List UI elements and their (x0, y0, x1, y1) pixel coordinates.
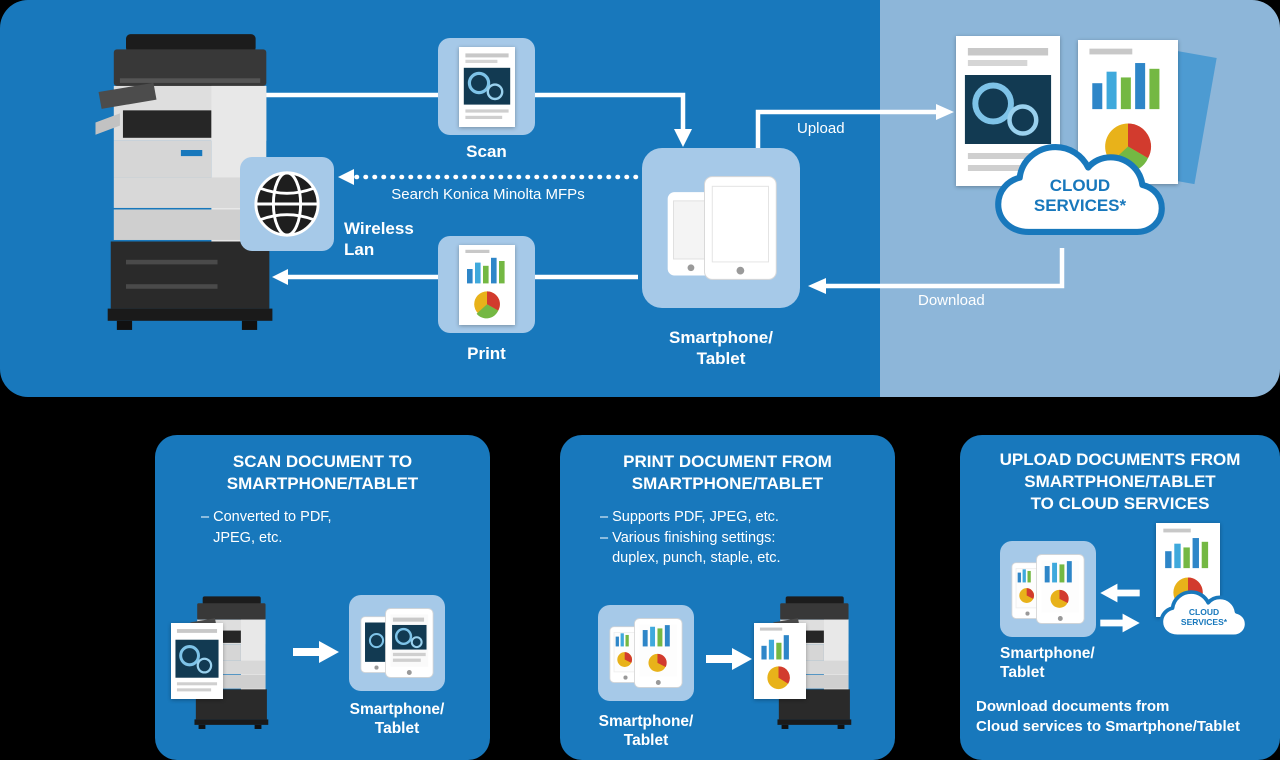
panel-scan: SCAN DOCUMENT TO SMARTPHONE/TABLET – Con… (155, 435, 490, 760)
cloud-icon (995, 143, 1165, 235)
panel-print: PRINT DOCUMENT FROM SMARTPHONE/TABLET – … (560, 435, 895, 760)
panel-scan-bullets: – Converted to PDF, JPEG, etc. (201, 509, 332, 546)
download-arrowhead-icon (808, 278, 826, 294)
print-tile (438, 236, 535, 333)
search-arrowhead-icon (338, 169, 354, 185)
smartphone-tablet-label: Smartphone/ Tablet (349, 701, 445, 737)
globe-icon (254, 171, 320, 237)
arrow-right-icon (293, 638, 339, 666)
print-document-icon (458, 244, 515, 325)
arrow-right-icon (706, 645, 752, 673)
smartphone-tablet-tile (642, 148, 800, 308)
panel-scan-title: SCAN DOCUMENT TO SMARTPHONE/TABLET (226, 452, 419, 493)
cloud-icon (1159, 590, 1249, 639)
smartphone-tablet-icon (667, 176, 777, 280)
arrow-right-icon (1100, 611, 1140, 635)
arrows-layer (262, 92, 1065, 294)
devices-with-scan-icon (360, 608, 434, 678)
upload-arrow-line (755, 109, 938, 150)
smartphone-tablet-label: Smartphone/ Tablet (1000, 645, 1095, 681)
cloud-services: CLOUD SERVICES* (988, 128, 1172, 254)
panel-print-title: PRINT DOCUMENT FROM SMARTPHONE/TABLET (623, 452, 832, 493)
smartphone-tablet-tile (349, 595, 445, 691)
search-mfps-label: Search Konica Minolta MFPs (391, 186, 585, 203)
smartphone-tablet-tile (598, 605, 694, 701)
upload-label: Upload (797, 120, 845, 137)
devices-with-charts-icon (1011, 554, 1085, 624)
print-arrowhead-icon (272, 269, 288, 285)
panel-upload: UPLOAD DOCUMENTS FROM SMARTPHONE/TABLET … (960, 435, 1280, 760)
download-arrow-line (824, 248, 1065, 289)
cloud-document-gears-icon (956, 36, 1060, 186)
scan-arrow-line (262, 92, 686, 131)
panel-print-bullets: – Supports PDF, JPEG, etc. – Various fin… (600, 509, 781, 567)
smartphone-tablet-label: Smartphone/ Tablet (598, 713, 694, 749)
smartphone-tablet-tile (1000, 541, 1096, 637)
cloud-services-label: CLOUD SERVICES* (1033, 176, 1127, 215)
upload-arrowhead-icon (936, 104, 954, 120)
wireless-lan-tile (240, 157, 334, 251)
wireless-lan-label: Wireless Lan (344, 219, 414, 259)
print-label: Print (467, 344, 506, 363)
scan-arrowhead-icon (674, 129, 692, 147)
smartphone-tablet-label: Smartphone/ Tablet (669, 328, 773, 368)
panel-upload-title: UPLOAD DOCUMENTS FROM SMARTPHONE/TABLET … (999, 450, 1241, 513)
arrow-left-icon (1100, 581, 1140, 605)
print-document-icon (754, 623, 806, 699)
cloud-services-small-label: CLOUD SERVICES* (1180, 607, 1228, 627)
panel-upload-footer: Download documents from Cloud services t… (976, 698, 1240, 736)
cloud-services-small: CLOUD SERVICES* (1156, 583, 1252, 647)
scanned-document-icon (171, 623, 223, 699)
devices-with-charts-icon (609, 618, 683, 688)
scanned-document-icon (458, 46, 515, 127)
download-label: Download (918, 292, 985, 309)
scan-tile (438, 38, 535, 135)
scan-label: Scan (466, 142, 507, 161)
